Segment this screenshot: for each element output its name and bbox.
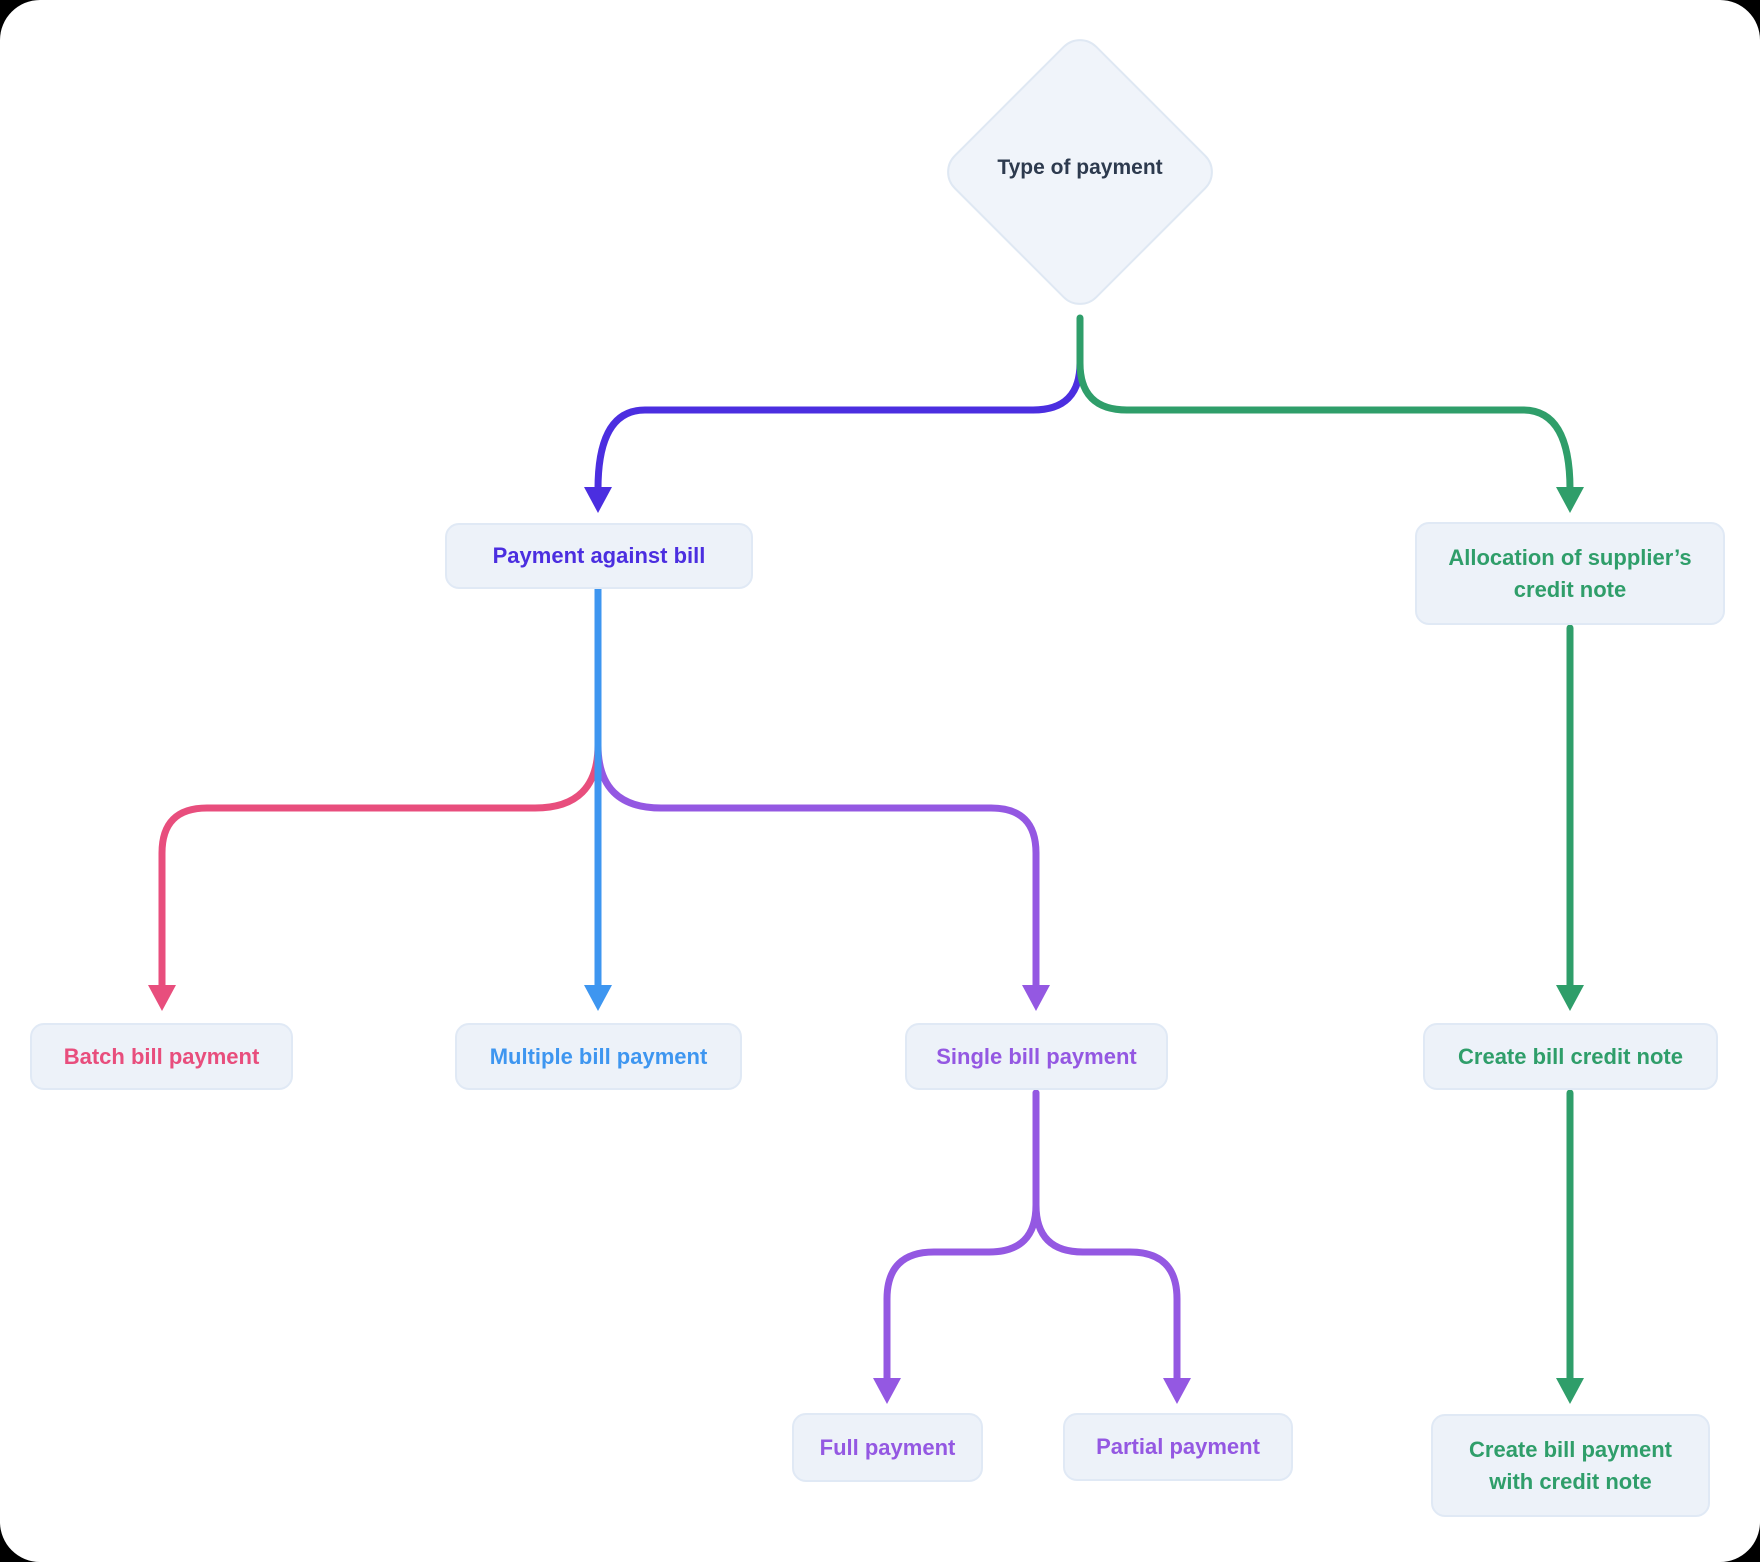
node-multiple-bill-payment: Multiple bill payment: [455, 1023, 742, 1090]
arrowhead-full: [873, 1378, 901, 1404]
node-single-bill-payment: Single bill payment: [905, 1023, 1168, 1090]
node-payment-against-bill: Payment against bill: [445, 523, 753, 589]
connector-root-to-payment-against-bill: [594, 318, 1084, 493]
node-batch-bill-payment: Batch bill payment: [30, 1023, 293, 1090]
arrowhead-payment-against-bill: [584, 487, 612, 513]
node-create-bill-credit-note: Create bill credit note: [1423, 1023, 1718, 1090]
arrowhead-multiple: [584, 985, 612, 1011]
connector-single-to-partial: [1032, 1089, 1181, 1384]
decision-diamond-label: Type of payment: [997, 156, 1163, 179]
arrowhead-partial: [1163, 1378, 1191, 1404]
connector-single-to-full: [883, 1089, 1040, 1384]
connector-payment-to-single: [594, 741, 1040, 991]
node-allocation-of-suppliers-credit-note: Allocation of supplier’s credit note: [1415, 522, 1725, 625]
connector-payment-to-batch: [158, 741, 602, 991]
node-full-payment: Full payment: [792, 1413, 983, 1482]
arrowhead-create-bill-payment: [1556, 1378, 1584, 1404]
node-create-bill-payment-with-credit-note: Create bill payment with credit note: [1431, 1414, 1710, 1517]
arrowhead-single: [1022, 985, 1050, 1011]
arrowhead-allocation: [1556, 487, 1584, 513]
node-partial-payment: Partial payment: [1063, 1413, 1293, 1481]
arrowhead-batch: [148, 985, 176, 1011]
arrowhead-create-credit-note: [1556, 985, 1584, 1011]
connector-root-to-allocation: [1076, 314, 1574, 493]
